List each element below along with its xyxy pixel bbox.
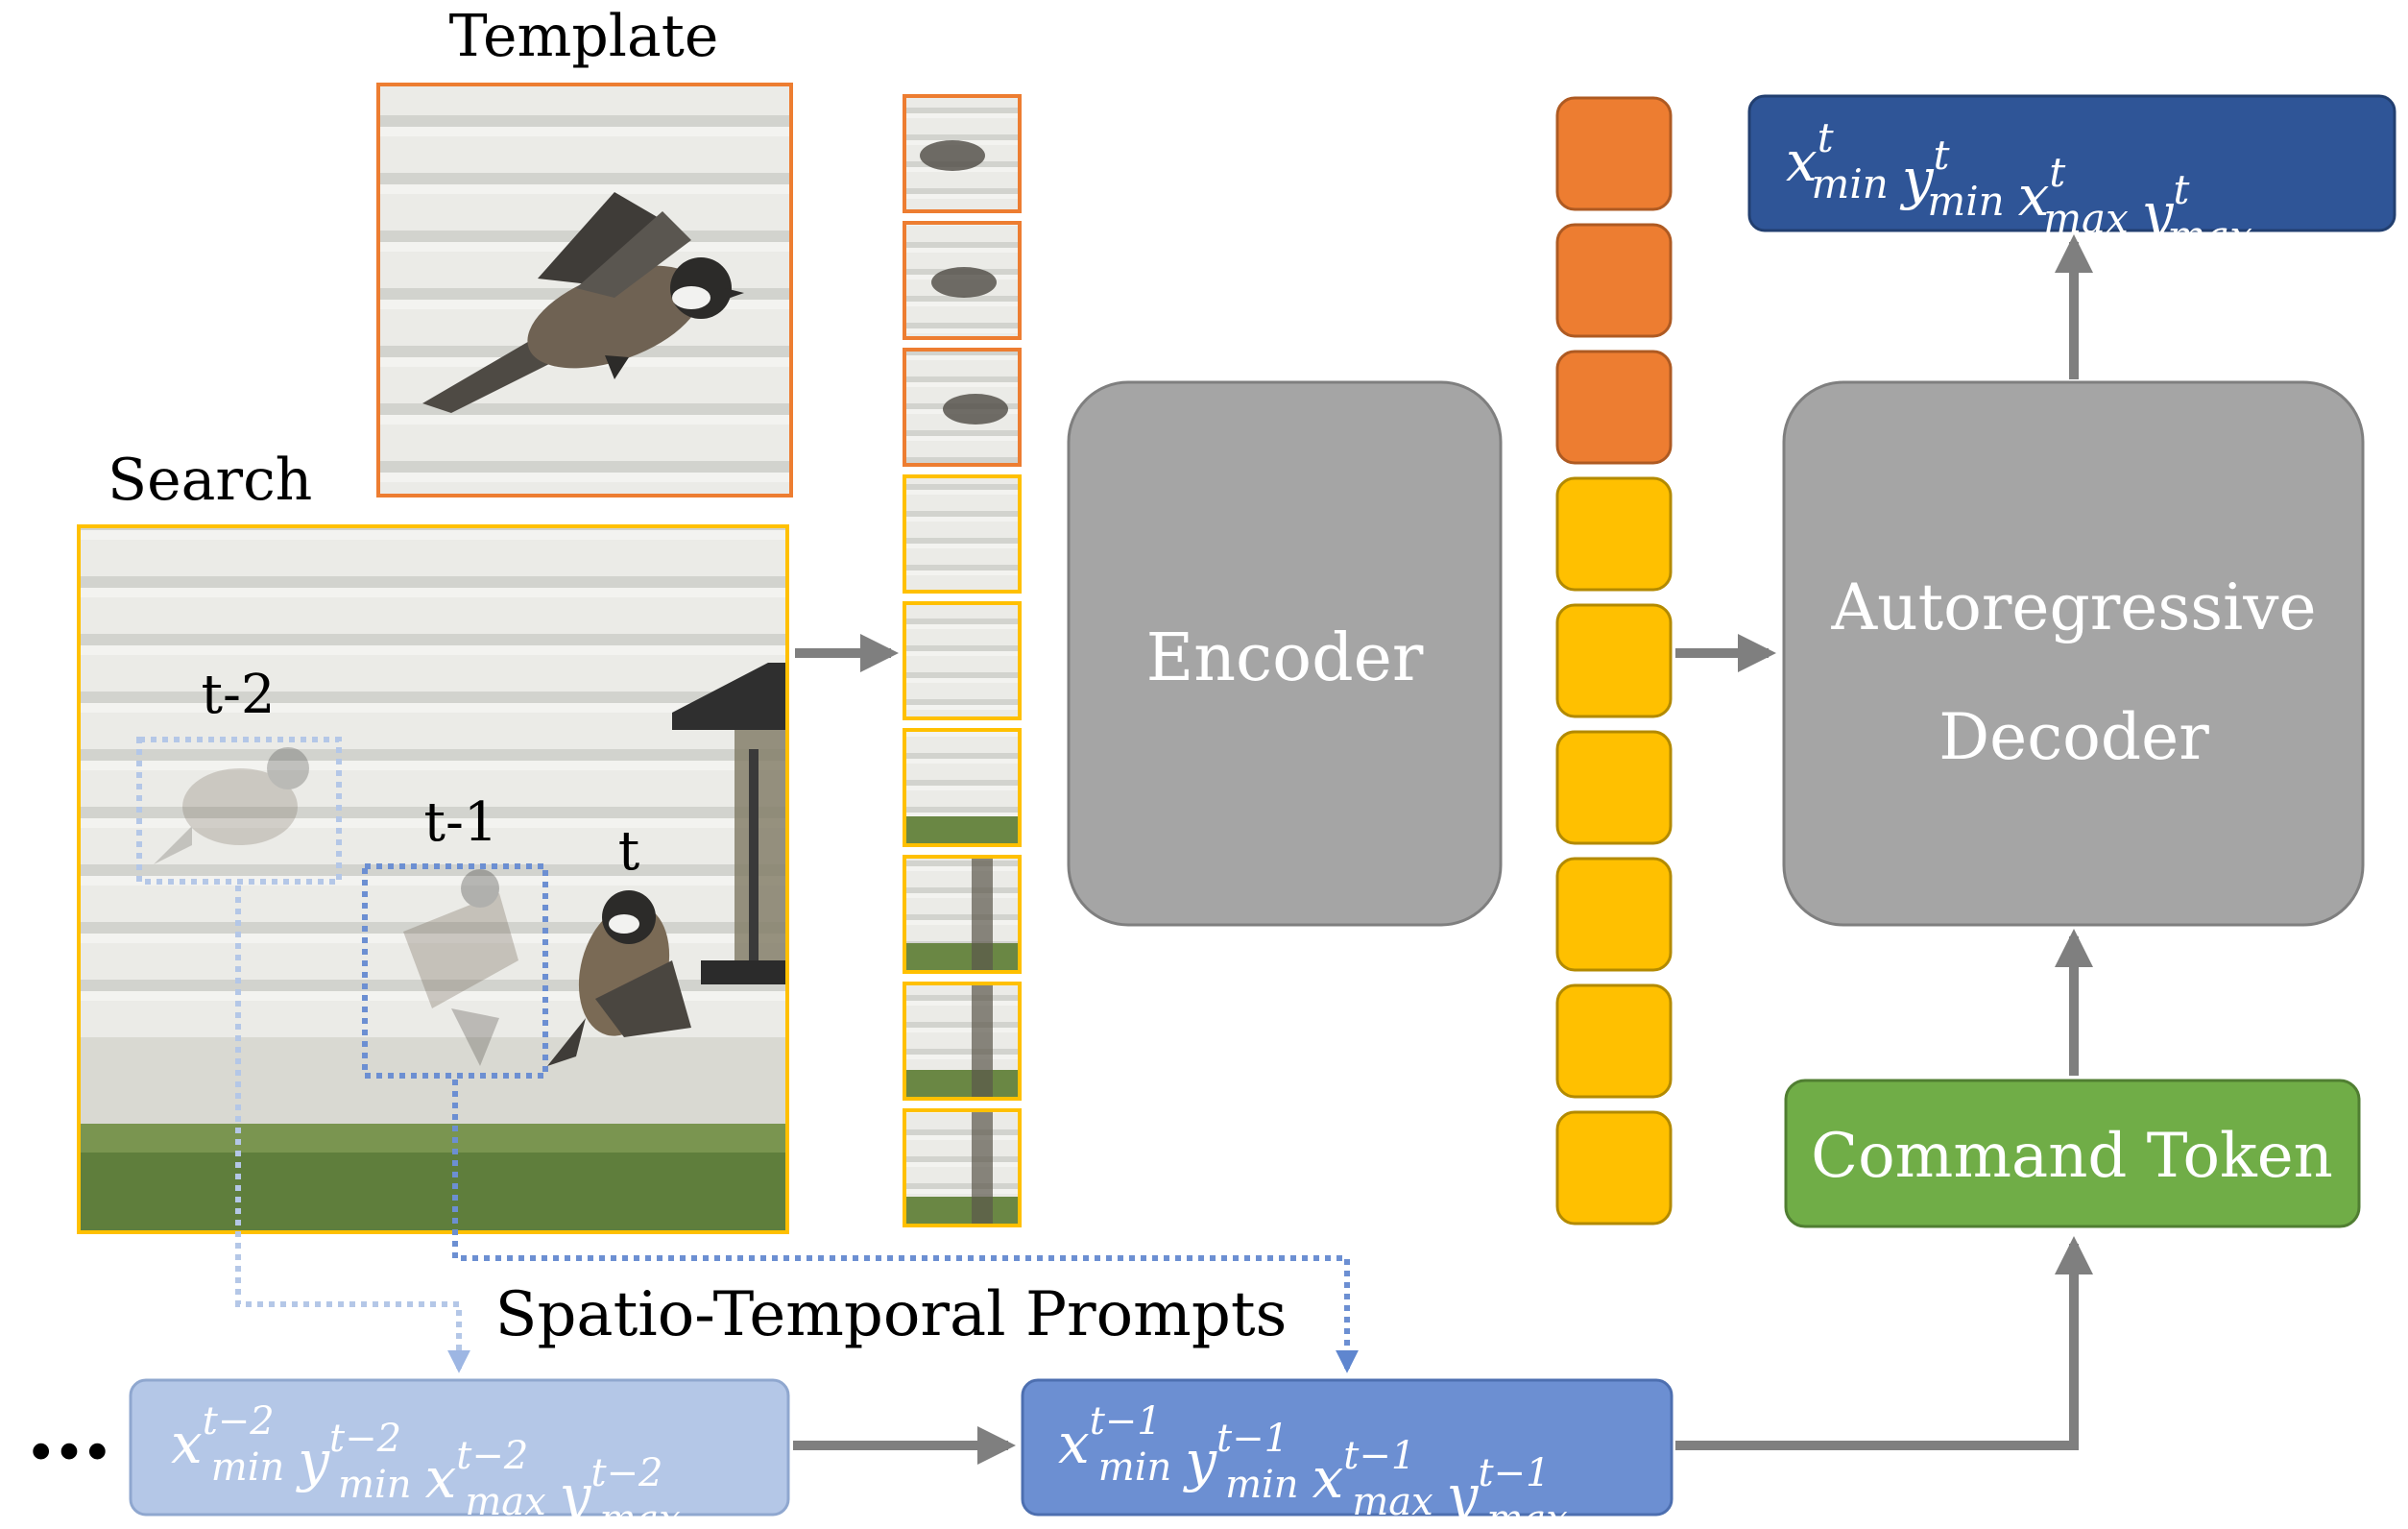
connector-t-1 [452, 1080, 1359, 1373]
search-token [1555, 603, 1673, 718]
template-label: Template [449, 3, 719, 70]
patch-column [903, 94, 1022, 1227]
search-frame [77, 524, 789, 1234]
arrow-prev1-to-command [1675, 1236, 2093, 1450]
box-t-2 [136, 737, 342, 885]
prev2-coords-box [129, 1378, 790, 1517]
command-token-label: Command Token [1811, 1121, 2333, 1192]
template-token [1555, 223, 1673, 338]
bird-feeder-icon [672, 663, 787, 984]
template-token [1555, 96, 1673, 211]
search-patch [903, 474, 1022, 594]
template-patch [903, 221, 1022, 340]
current-bird-icon [547, 890, 691, 1066]
search-token [1555, 1110, 1673, 1226]
search-token [1555, 983, 1673, 1099]
template-image [378, 85, 791, 496]
decoder-block [1782, 380, 2365, 927]
search-token [1555, 476, 1673, 592]
search-image [79, 526, 787, 1232]
template-bird-icon [422, 192, 744, 413]
template-patch [903, 94, 1022, 213]
ellipsis-text: … [26, 1377, 112, 1479]
prompts-label: Spatio-Temporal Prompts [495, 1279, 1288, 1350]
connector-t-2 [235, 886, 470, 1373]
label-t-1: t-1 [423, 791, 497, 854]
search-patch [903, 601, 1022, 720]
template-frame [376, 83, 793, 498]
template-token [1555, 350, 1673, 465]
ghost-bird-t-1-icon [403, 869, 518, 1066]
encoder-block [1067, 380, 1503, 927]
label-t-2: t-2 [201, 664, 275, 726]
output-coords-box [1747, 94, 2396, 232]
search-patch [903, 1108, 1022, 1227]
decoder-label-line2: Decoder [1938, 700, 2209, 774]
search-patch [903, 728, 1022, 847]
prev1-coords-box [1021, 1378, 1674, 1517]
decoder-label-line1: Autoregressive [1830, 570, 2316, 644]
label-t: t [618, 820, 640, 883]
ghost-bird-t-2-icon [154, 747, 309, 864]
encoder-label: Encoder [1146, 620, 1424, 696]
token-column [1555, 96, 1673, 1226]
search-token [1555, 857, 1673, 972]
search-label: Search [108, 447, 312, 514]
search-token [1555, 730, 1673, 845]
search-patch [903, 855, 1022, 974]
search-patch [903, 982, 1022, 1101]
template-patch [903, 348, 1022, 467]
command-token-block [1784, 1079, 2361, 1228]
